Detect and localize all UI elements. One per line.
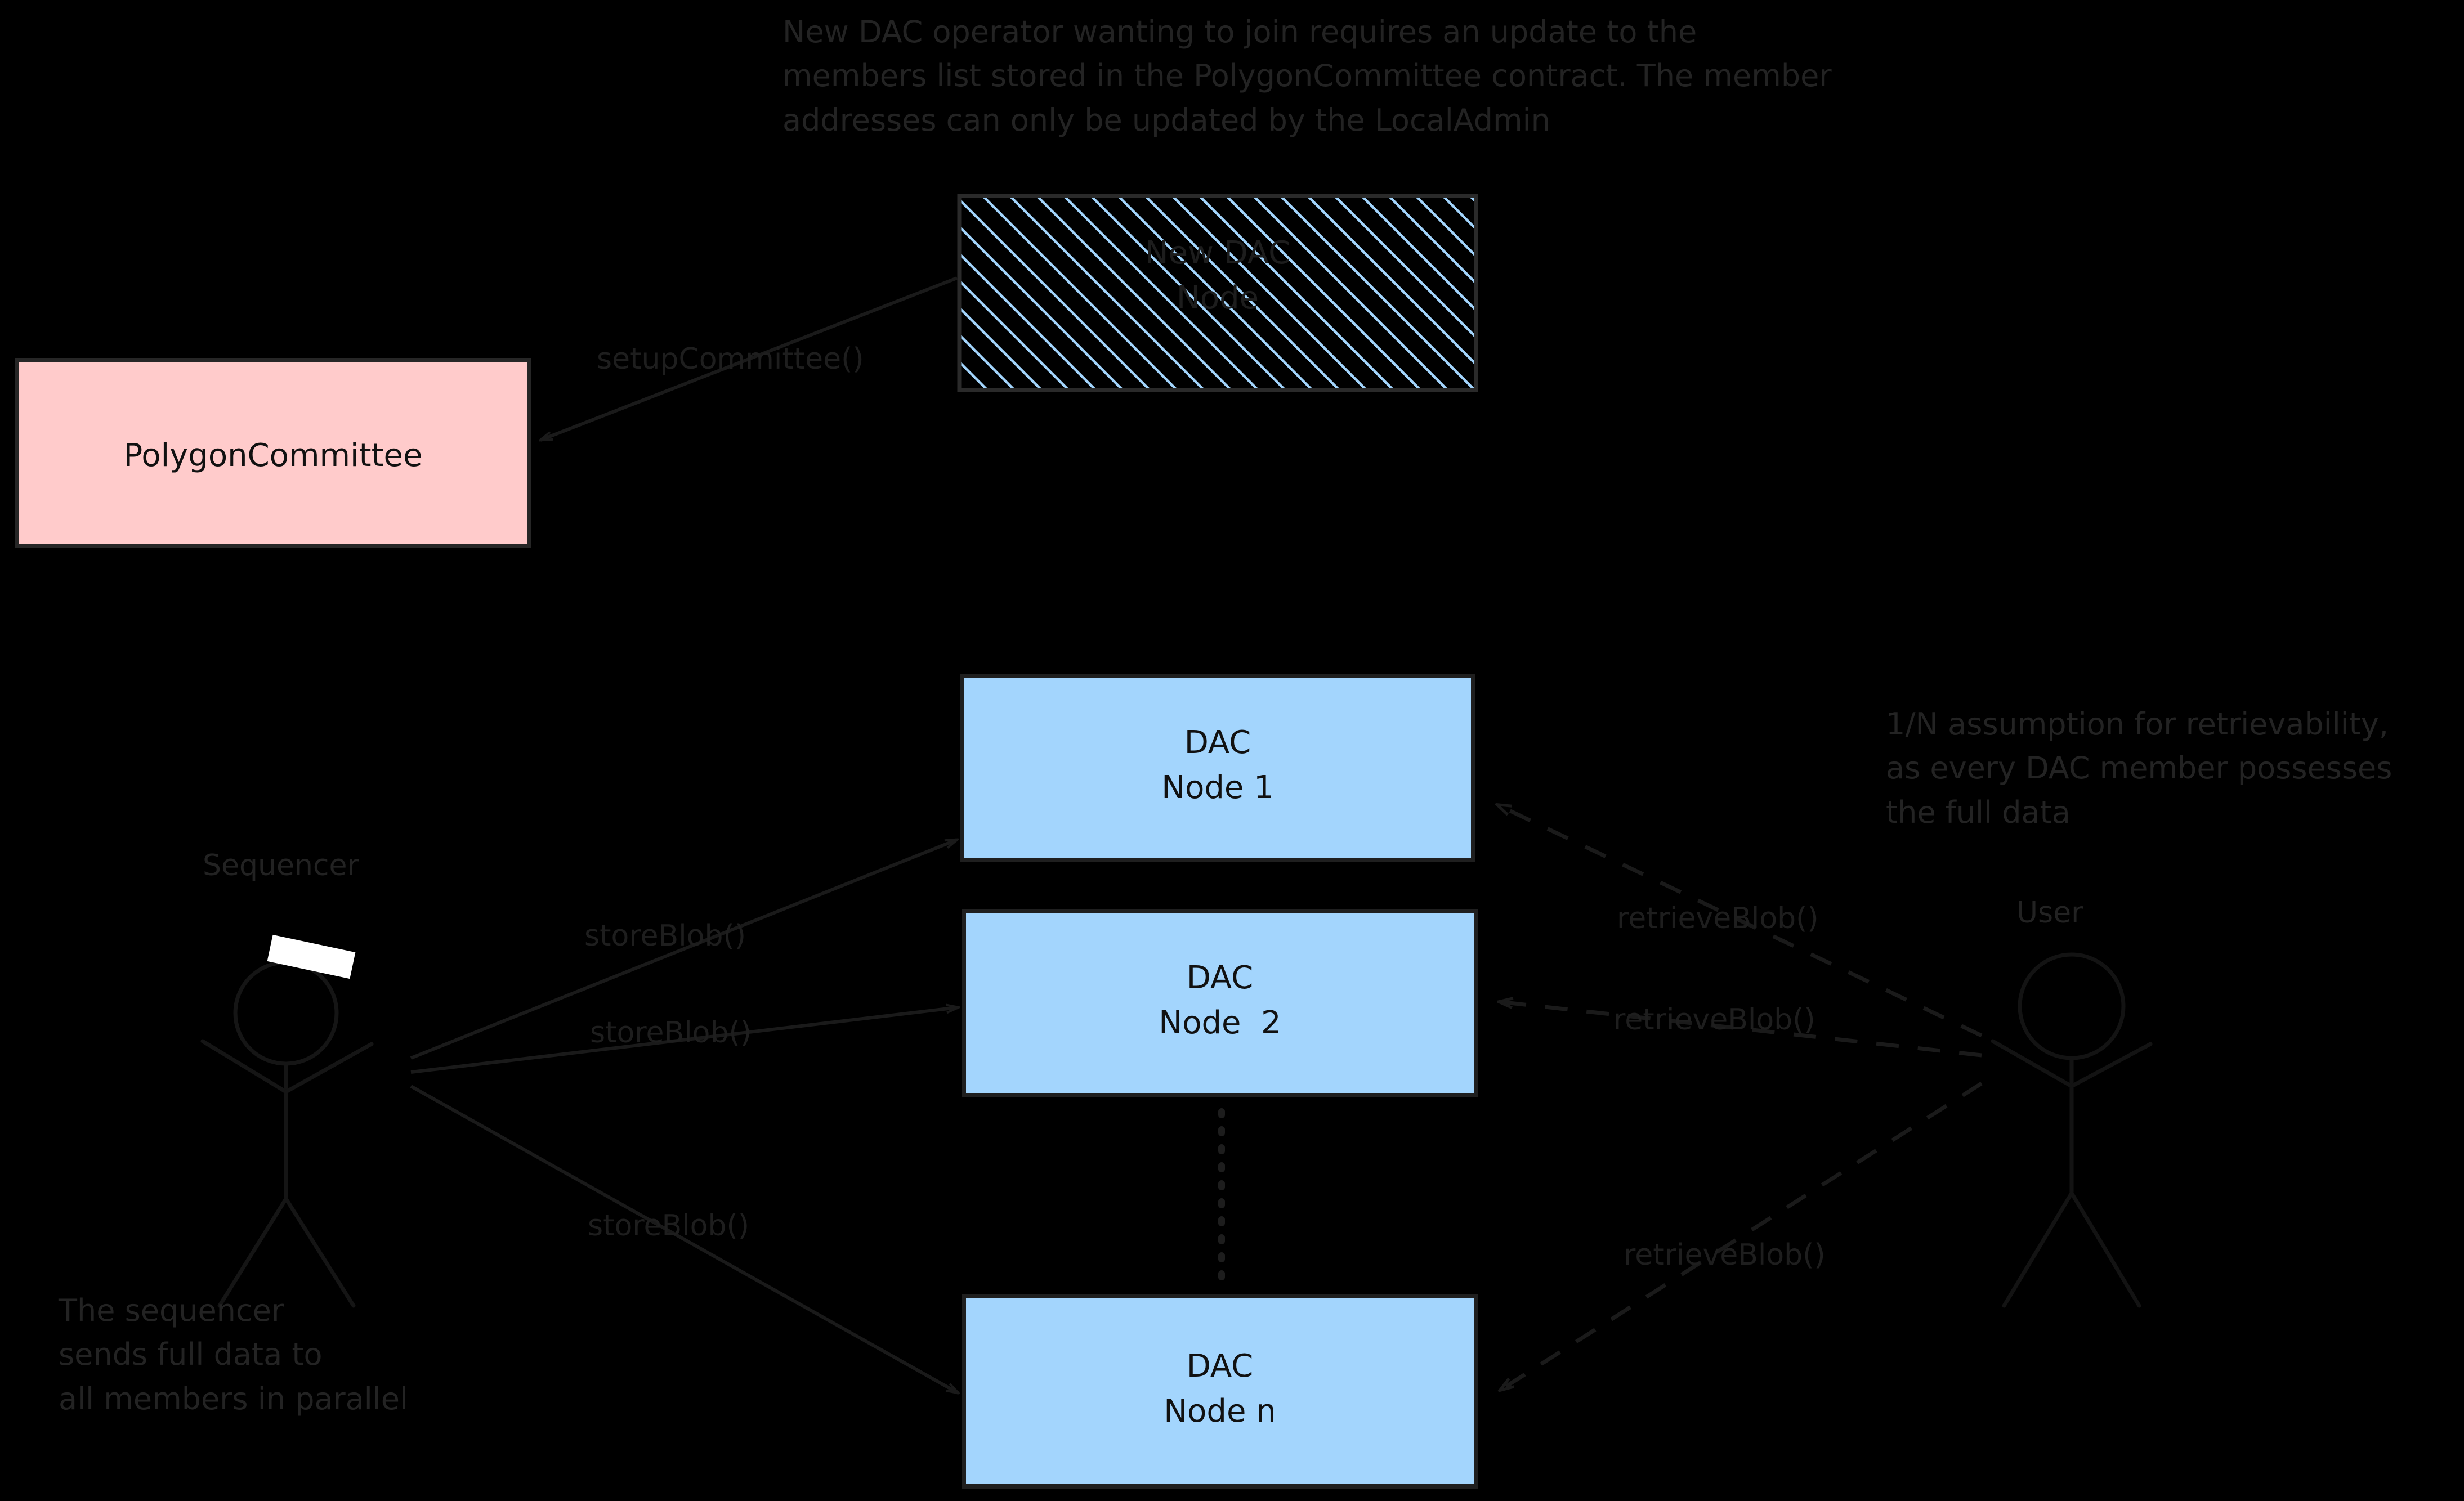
dac-node-n-box[interactable] <box>962 1294 1478 1489</box>
dac-node-1-box[interactable] <box>960 674 1475 862</box>
note-retrievability-assumption: 1/N assumption for retrievability, as ev… <box>1886 706 2393 830</box>
edge-label-retrieve-blob-node-1: retrieveBlob() <box>1617 902 1819 935</box>
edge-retrieve-blob-node-1 <box>1497 805 1983 1038</box>
edge-label-setup-committee: setupCommittee() <box>597 342 864 376</box>
edge-store-blob-node-1 <box>410 840 957 1060</box>
edge-setup-committee <box>540 276 958 442</box>
polygon-committee-label: PolygonCommittee <box>123 437 423 474</box>
note-new-dac-operator: New DAC operator wanting to join require… <box>782 14 1832 138</box>
edge-retrieve-blob-node-n <box>1500 1082 1983 1390</box>
user-actor-label: User <box>2016 896 2083 930</box>
user-actor[interactable] <box>1991 952 2153 1308</box>
sequencer-actor[interactable] <box>200 960 374 1308</box>
polygon-committee-box[interactable] <box>15 358 531 548</box>
sequencer-actor-label: Sequencer <box>203 849 359 882</box>
note-sequencer-parallel: The sequencer sends full data to all mem… <box>59 1293 408 1417</box>
edge-label-store-blob-node-1: storeBlob() <box>584 919 746 953</box>
edge-label-store-blob-node-n: storeBlob() <box>588 1209 750 1243</box>
dac-node-1-label: DAC Node 1 <box>1161 724 1274 806</box>
edge-label-retrieve-blob-node-n: retrieveBlob() <box>1624 1238 1826 1272</box>
sequencer-highlight <box>267 934 356 979</box>
edge-label-retrieve-blob-node-2: retrieveBlob() <box>1613 1003 1815 1037</box>
dac-node-2-box[interactable] <box>962 909 1478 1097</box>
dac-node-n-label: DAC Node n <box>1164 1348 1276 1430</box>
edge-store-blob-node-n <box>410 1085 958 1393</box>
edge-store-blob-node-2 <box>410 1007 958 1074</box>
new-dac-node-label: New DAC Node <box>1144 235 1291 316</box>
new-dac-node-box[interactable] <box>957 194 1478 392</box>
dac-node-2-label: DAC Node 2 <box>1159 960 1281 1041</box>
edge-label-store-blob-node-2: storeBlob() <box>590 1016 752 1050</box>
